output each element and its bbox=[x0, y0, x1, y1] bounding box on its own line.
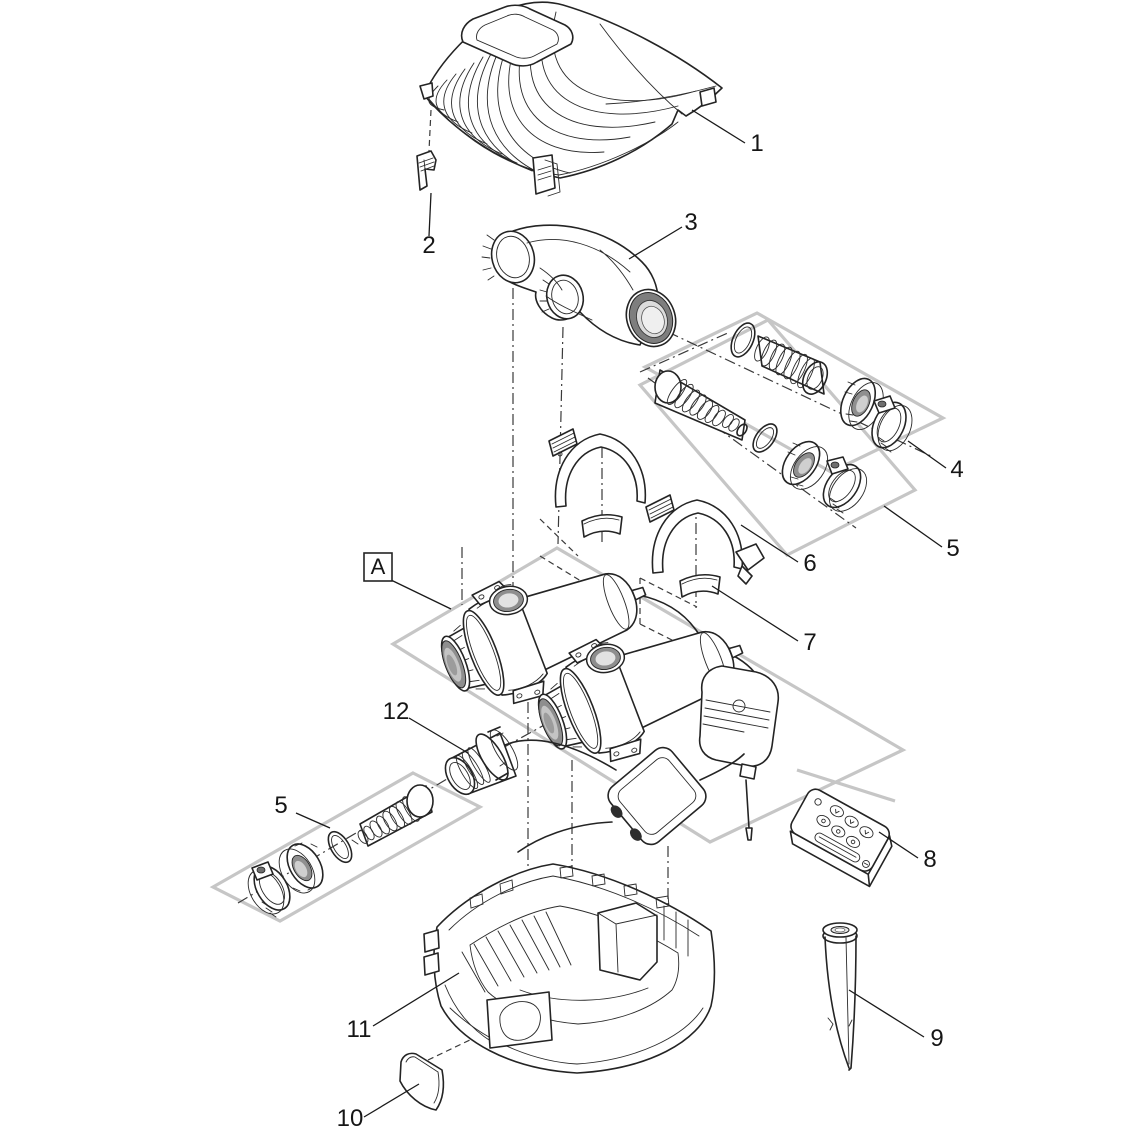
part-label-10: 10 bbox=[337, 1105, 364, 1129]
group-5-right-connector-set bbox=[654, 369, 868, 514]
hose-clamp bbox=[822, 456, 868, 514]
o-ring bbox=[752, 423, 778, 453]
junction-cable bbox=[517, 821, 613, 853]
part-labels: 1 2 3 4 5 6 7 8 9 10 11 12 5 A bbox=[274, 130, 963, 1129]
group-a-pump-assembly bbox=[423, 533, 780, 853]
group-a-outline bbox=[389, 546, 907, 844]
part-label-4: 4 bbox=[950, 456, 963, 483]
cover-right-tab bbox=[699, 87, 717, 107]
o-ring bbox=[327, 830, 353, 864]
cover-left-tab bbox=[419, 82, 434, 100]
group-4-hose-adapter-set bbox=[730, 322, 913, 453]
group-4-outline bbox=[641, 311, 947, 474]
leader-lines bbox=[295, 109, 947, 1118]
part-8-remote-control bbox=[789, 788, 893, 888]
part-11-bottom-housing bbox=[423, 863, 716, 1074]
part-label-9: 9 bbox=[930, 1025, 943, 1052]
part-10-flap bbox=[399, 1052, 445, 1111]
part-label-8: 8 bbox=[923, 846, 936, 873]
housing-rim-cutouts bbox=[469, 865, 670, 909]
part-label-3: 3 bbox=[684, 209, 697, 236]
housing-inner-block bbox=[597, 902, 658, 981]
power-supply-transformer bbox=[698, 665, 780, 841]
part-3-outlet-pipe bbox=[481, 224, 677, 348]
part-9-ground-stake bbox=[822, 922, 858, 1071]
part-label-1: 1 bbox=[750, 130, 763, 157]
part-2-clip bbox=[416, 150, 437, 191]
hose-clamp bbox=[871, 395, 913, 453]
part-1-top-cover bbox=[419, 1, 723, 197]
group-5-right-outline bbox=[637, 318, 918, 557]
remote-buttons bbox=[816, 805, 874, 848]
cover-front-latch bbox=[532, 154, 556, 195]
part-label-2: 2 bbox=[422, 232, 435, 259]
junction-cable bbox=[504, 739, 617, 771]
pipe-swivel-nut-left bbox=[490, 230, 536, 284]
part-label-5-left: 5 bbox=[274, 792, 287, 819]
part-6-clamp-brackets bbox=[548, 428, 765, 585]
group-a-outline-extension bbox=[796, 768, 896, 803]
group-a-label: A bbox=[371, 554, 386, 579]
remote-led bbox=[814, 798, 822, 806]
part-label-11: 11 bbox=[347, 1016, 372, 1043]
cable-junction-box bbox=[504, 739, 745, 853]
part-label-5-right: 5 bbox=[946, 535, 959, 562]
o-ring bbox=[730, 322, 756, 358]
group-outlines bbox=[209, 311, 947, 923]
hose-clamp bbox=[247, 861, 291, 918]
remote-slider bbox=[814, 832, 861, 863]
housing-front-plate bbox=[486, 991, 553, 1049]
part-12-threaded-coupling bbox=[444, 726, 519, 796]
group-5-left-outline bbox=[209, 771, 484, 923]
group-a-label-box bbox=[363, 552, 393, 582]
group-5-left-connector-set bbox=[247, 784, 434, 918]
junction-cable bbox=[699, 753, 745, 781]
part-label-7: 7 bbox=[803, 629, 816, 656]
part-label-6: 6 bbox=[803, 550, 816, 577]
part-label-12: 12 bbox=[383, 698, 410, 725]
part-7-rubber-pads bbox=[581, 513, 721, 598]
